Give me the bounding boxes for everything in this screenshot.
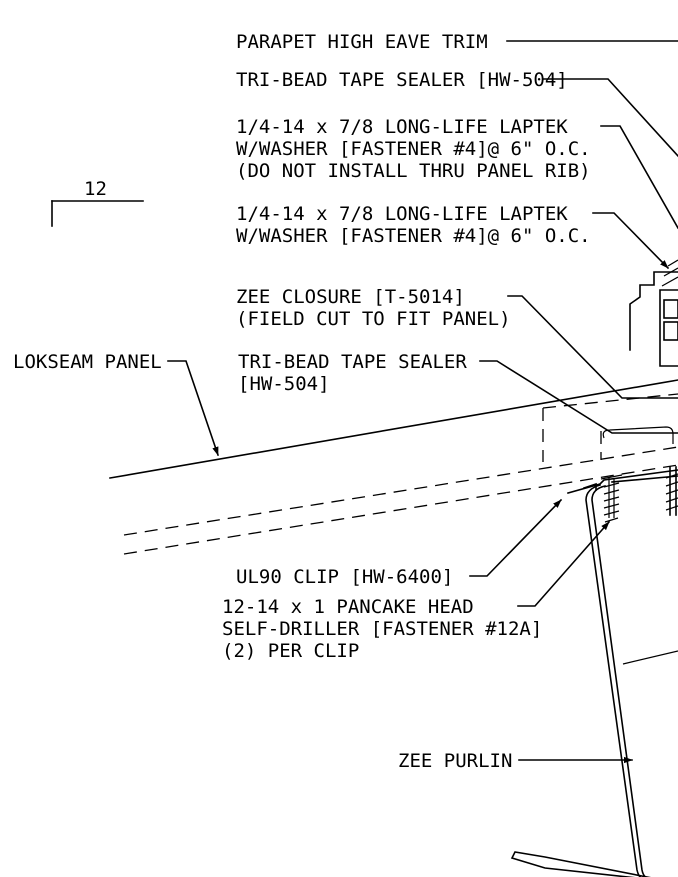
label-zee-purlin: ZEE PURLIN <box>398 750 512 772</box>
label-zee-closure-line2: (FIELD CUT TO FIT PANEL) <box>236 308 511 330</box>
closure-dashed-outline <box>542 393 678 462</box>
leader-fastener-no-rib <box>600 125 678 230</box>
leader-tape-sealer-lower <box>479 360 678 434</box>
label-pancake-fastener-line1: 12-14 x 1 PANCAKE HEAD <box>222 596 474 618</box>
leader-lokseam-panel <box>167 360 220 457</box>
label-zee-closure-line1: ZEE CLOSURE [T-5014] <box>236 286 465 308</box>
label-pancake-fastener-line2: SELF-DRILLER [FASTENER #12A] <box>222 618 542 640</box>
section-marker: 12 <box>51 178 144 227</box>
lokseam-panel-line <box>109 379 678 479</box>
zee-purlin <box>510 484 678 877</box>
label-fastener-no-rib-line2: W/WASHER [FASTENER #4]@ 6" O.C. <box>236 138 591 160</box>
roof-geometry <box>109 259 678 877</box>
parapet-trim-assembly <box>629 259 678 367</box>
leader-pancake-fastener <box>517 520 611 607</box>
label-fastener-no-rib-line3: (DO NOT INSTALL THRU PANEL RIB) <box>236 160 591 182</box>
ul90-clip-and-purlin-flange <box>567 466 678 523</box>
leader-zee-closure <box>507 295 678 399</box>
callout-labels: PARAPET HIGH EAVE TRIM TRI-BEAD TAPE SEA… <box>13 31 591 772</box>
leader-fastener-oc <box>592 212 670 270</box>
panel-dashed-line-upper <box>123 446 678 536</box>
label-fastener-no-rib-line1: 1/4-14 x 7/8 LONG-LIFE LAPTEK <box>236 116 568 138</box>
label-lokseam-panel: LOKSEAM PANEL <box>13 351 162 373</box>
clip-screw <box>600 474 623 523</box>
label-parapet-trim: PARAPET HIGH EAVE TRIM <box>236 31 488 53</box>
label-tape-sealer-lower-line1: TRI-BEAD TAPE SEALER <box>238 351 467 373</box>
label-tape-sealer-lower-line2: [HW-504] <box>238 373 330 395</box>
leader-ul90-clip <box>469 498 563 577</box>
leader-tape-sealer-top <box>542 78 678 158</box>
label-tape-sealer-top: TRI-BEAD TAPE SEALER [HW-504] <box>236 69 568 91</box>
label-fastener-oc-line1: 1/4-14 x 7/8 LONG-LIFE LAPTEK <box>236 203 568 225</box>
label-pancake-fastener-line3: (2) PER CLIP <box>222 640 359 662</box>
label-fastener-oc-line2: W/WASHER [FASTENER #4]@ 6" O.C. <box>236 225 591 247</box>
panel-dashed-line-lower <box>123 464 678 555</box>
tape-sealer-bead <box>602 426 674 444</box>
clip-screw <box>665 466 678 516</box>
callout-leaders <box>167 40 678 764</box>
section-number: 12 <box>84 178 107 200</box>
label-ul90-clip: UL90 CLIP [HW-6400] <box>236 566 453 588</box>
